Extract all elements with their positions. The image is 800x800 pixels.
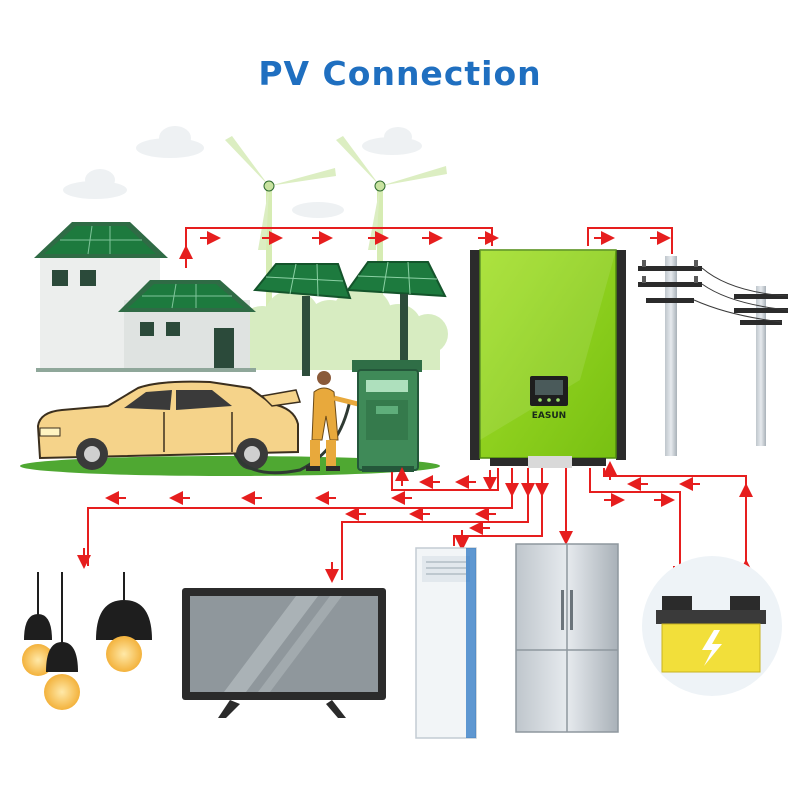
charger-wire	[391, 468, 499, 491]
house-icon	[34, 222, 168, 370]
television	[182, 588, 386, 718]
refrigerator	[515, 543, 619, 733]
house-icon	[118, 280, 256, 370]
tv-icon	[182, 588, 386, 718]
light-bulb-icon	[96, 572, 152, 672]
inverter-icon: EASUN	[470, 249, 626, 468]
technician-figure	[306, 371, 359, 471]
battery	[642, 556, 782, 696]
air-conditioner-icon	[415, 547, 477, 739]
ev-charger	[352, 360, 422, 472]
light-bulb-icon	[44, 572, 80, 710]
air-conditioner	[415, 547, 477, 739]
solar-panel-icon	[346, 261, 447, 364]
power-pole-icon	[638, 256, 702, 456]
fridge-icon	[515, 543, 619, 733]
grid-wire	[587, 227, 673, 254]
inverter-brand-label: EASUN	[532, 411, 566, 421]
wiring	[77, 227, 753, 587]
diagram-title: PV Connection	[258, 54, 542, 93]
battery-wire-pos	[589, 468, 681, 584]
pendant-lights	[22, 572, 152, 710]
clouds	[63, 126, 422, 218]
light-bulb-icon	[22, 572, 54, 676]
utility-grid	[638, 256, 789, 456]
ac-wire	[453, 468, 543, 546]
wind-turbine-icon	[225, 136, 336, 336]
power-pole-icon	[734, 286, 788, 446]
pv-wire	[185, 227, 493, 268]
solar-panel-icon	[253, 263, 352, 376]
hybrid-inverter: EASUN	[470, 249, 626, 468]
battery-icon	[656, 596, 766, 673]
ev-car	[36, 380, 301, 470]
charging-cable	[233, 399, 352, 475]
car-icon	[36, 380, 301, 470]
houses-with-solar-roofs	[34, 222, 256, 372]
solar-panels	[253, 261, 447, 376]
charging-station-icon	[352, 360, 422, 472]
